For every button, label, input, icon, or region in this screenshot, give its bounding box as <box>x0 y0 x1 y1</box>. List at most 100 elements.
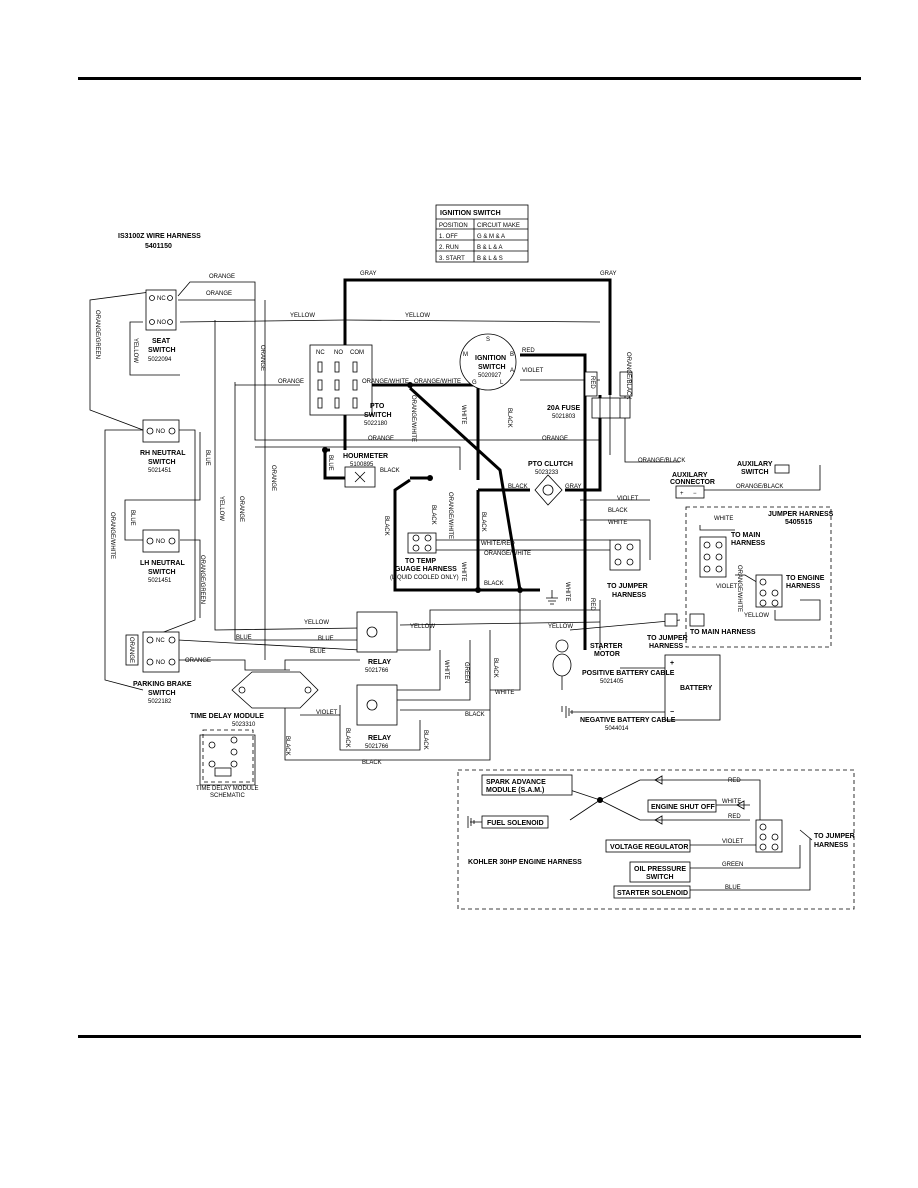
svg-text:PTO CLUTCH: PTO CLUTCH <box>528 461 573 468</box>
svg-text:ORANGE: ORANGE <box>185 658 211 664</box>
svg-text:WHITE: WHITE <box>460 405 466 424</box>
svg-text:PARKING BRAKE: PARKING BRAKE <box>133 681 192 688</box>
seat-switch: NC NO SEAT SWITCH 5022094 <box>145 289 177 363</box>
svg-text:ORANGE/WHITE: ORANGE/WHITE <box>447 492 453 539</box>
svg-text:OIL PRESSURE: OIL PRESSURE <box>634 866 686 873</box>
svg-text:SCHEMATIC: SCHEMATIC <box>210 793 246 799</box>
svg-text:BLUE: BLUE <box>129 510 135 526</box>
svg-text:NO: NO <box>156 660 165 666</box>
svg-text:ORANGE/BLACK: ORANGE/BLACK <box>625 352 631 399</box>
svg-text:RED: RED <box>728 814 741 820</box>
svg-text:BLACK: BLACK <box>465 712 485 718</box>
diagram-title: IS3100Z WIRE HARNESS <box>118 233 201 240</box>
svg-text:RED: RED <box>728 778 741 784</box>
svg-text:NC: NC <box>156 638 165 644</box>
svg-text:TIME DELAY MODULE: TIME DELAY MODULE <box>196 786 258 792</box>
svg-text:BLUE: BLUE <box>327 455 333 471</box>
ignition-row-start-pos: 3. START <box>439 256 465 262</box>
svg-text:TIME DELAY MODULE: TIME DELAY MODULE <box>190 713 264 720</box>
svg-text:ORANGE/WHITE: ORANGE/WHITE <box>109 512 115 559</box>
svg-text:ORANGE/BLACK: ORANGE/BLACK <box>638 458 685 464</box>
starter-motor: STARTER MOTOR <box>552 639 623 690</box>
svg-text:FUEL SOLENOID: FUEL SOLENOID <box>487 820 544 827</box>
ignition-table-col1: POSITION <box>439 223 468 229</box>
svg-text:SWITCH: SWITCH <box>148 347 176 354</box>
svg-text:NEGATIVE BATTERY CABLE: NEGATIVE BATTERY CABLE <box>580 717 676 724</box>
ignition-row-off-make: G & M & A <box>477 234 505 240</box>
svg-text:GRAY: GRAY <box>600 271 617 277</box>
parking-brake-switch: NC NO PARKING BRAKE SWITCH 5022182 <box>125 631 192 705</box>
svg-text:5021405: 5021405 <box>600 679 624 685</box>
svg-text:BLACK: BLACK <box>383 516 389 536</box>
svg-text:VIOLET: VIOLET <box>716 584 738 590</box>
svg-text:HARNESS: HARNESS <box>612 592 647 599</box>
svg-text:TO ENGINE: TO ENGINE <box>786 575 825 582</box>
svg-text:SWITCH: SWITCH <box>646 874 674 881</box>
svg-text:RED: RED <box>522 348 535 354</box>
svg-text:LH NEUTRAL: LH NEUTRAL <box>140 560 185 567</box>
svg-text:VOLTAGE REGULATOR: VOLTAGE REGULATOR <box>610 844 688 851</box>
svg-text:NO: NO <box>156 429 165 435</box>
svg-text:ORANGE/WHITE: ORANGE/WHITE <box>362 379 409 385</box>
svg-text:TO TEMP: TO TEMP <box>405 558 436 565</box>
svg-text:BLACK: BLACK <box>380 468 400 474</box>
svg-text:BLACK: BLACK <box>608 508 628 514</box>
svg-text:5021766: 5021766 <box>365 744 389 750</box>
svg-text:GRAY: GRAY <box>565 484 582 490</box>
svg-text:ORANGE: ORANGE <box>368 436 394 442</box>
ignition-row-run-pos: 2. RUN <box>439 245 459 251</box>
svg-text:COM: COM <box>350 350 364 356</box>
pto-switch: NC NO COM PTO SWITCH 5022180 <box>309 344 392 427</box>
svg-text:BLUE: BLUE <box>318 636 334 642</box>
svg-text:ORANGE/GREEN: ORANGE/GREEN <box>94 310 100 359</box>
svg-text:NO: NO <box>156 539 165 545</box>
svg-text:GREEN: GREEN <box>463 662 469 683</box>
svg-text:RED: RED <box>589 376 595 389</box>
svg-text:TO JUMPER: TO JUMPER <box>607 583 648 590</box>
ignition-switch: S M B A G L IGNITION SWITCH 5020927 <box>459 333 517 391</box>
jumper-harness: JUMPER HARNESS 5405515 TO MAIN HARNESS T… <box>685 506 834 648</box>
svg-text:BLACK: BLACK <box>506 408 512 428</box>
wire-labels: ORANGE ORANGE YELLOW YELLOW GRAY GRAY RE… <box>94 271 783 891</box>
svg-text:HARNESS: HARNESS <box>649 643 684 650</box>
svg-text:ORANGE: ORANGE <box>278 379 304 385</box>
svg-text:AUXILARY: AUXILARY <box>672 472 708 479</box>
svg-text:5020927: 5020927 <box>478 373 502 379</box>
seat-switch-label: SEAT <box>152 338 171 345</box>
svg-text:BLUE: BLUE <box>236 635 252 641</box>
svg-text:ORANGE/WHITE: ORANGE/WHITE <box>410 395 416 442</box>
svg-text:YELLOW: YELLOW <box>218 496 224 521</box>
svg-text:SWITCH: SWITCH <box>148 690 176 697</box>
junction-dots <box>322 382 603 803</box>
svg-text:WHITE: WHITE <box>443 660 449 679</box>
svg-text:BLUE: BLUE <box>310 649 326 655</box>
svg-text:WHITE: WHITE <box>722 799 741 805</box>
svg-text:ORANGE: ORANGE <box>238 496 244 522</box>
svg-text:SWITCH: SWITCH <box>741 469 769 476</box>
svg-text:WHITE: WHITE <box>714 516 733 522</box>
svg-text:NO: NO <box>334 350 343 356</box>
svg-text:S: S <box>486 337 490 343</box>
thick-wires <box>323 278 612 650</box>
ignition-table-heading: IGNITION SWITCH <box>440 210 501 217</box>
svg-text:VIOLET: VIOLET <box>722 839 744 845</box>
battery: BATTERY + − POSITIVE BATTERY CABLE 50214… <box>580 654 721 732</box>
svg-text:HARNESS: HARNESS <box>786 583 821 590</box>
svg-text:GRAY: GRAY <box>360 271 377 277</box>
svg-text:5044014: 5044014 <box>605 726 629 732</box>
svg-text:BLACK: BLACK <box>430 505 436 525</box>
bottom-rule <box>78 1035 861 1038</box>
svg-text:ORANGE: ORANGE <box>128 637 134 663</box>
svg-text:YELLOW: YELLOW <box>744 613 769 619</box>
svg-text:ORANGE: ORANGE <box>542 436 568 442</box>
svg-text:BLACK: BLACK <box>344 728 350 748</box>
svg-text:KOHLER 30HP ENGINE HARNESS: KOHLER 30HP ENGINE HARNESS <box>468 859 582 866</box>
ignition-table-col2: CIRCUIT MAKE <box>477 223 520 229</box>
jumper-connector-mid: TO JUMPER HARNESS <box>607 539 648 599</box>
svg-text:+: + <box>680 491 684 497</box>
svg-text:STARTER: STARTER <box>590 643 623 650</box>
svg-text:−: − <box>693 491 697 497</box>
svg-text:M: M <box>463 352 468 358</box>
svg-text:WHITE: WHITE <box>564 582 570 601</box>
